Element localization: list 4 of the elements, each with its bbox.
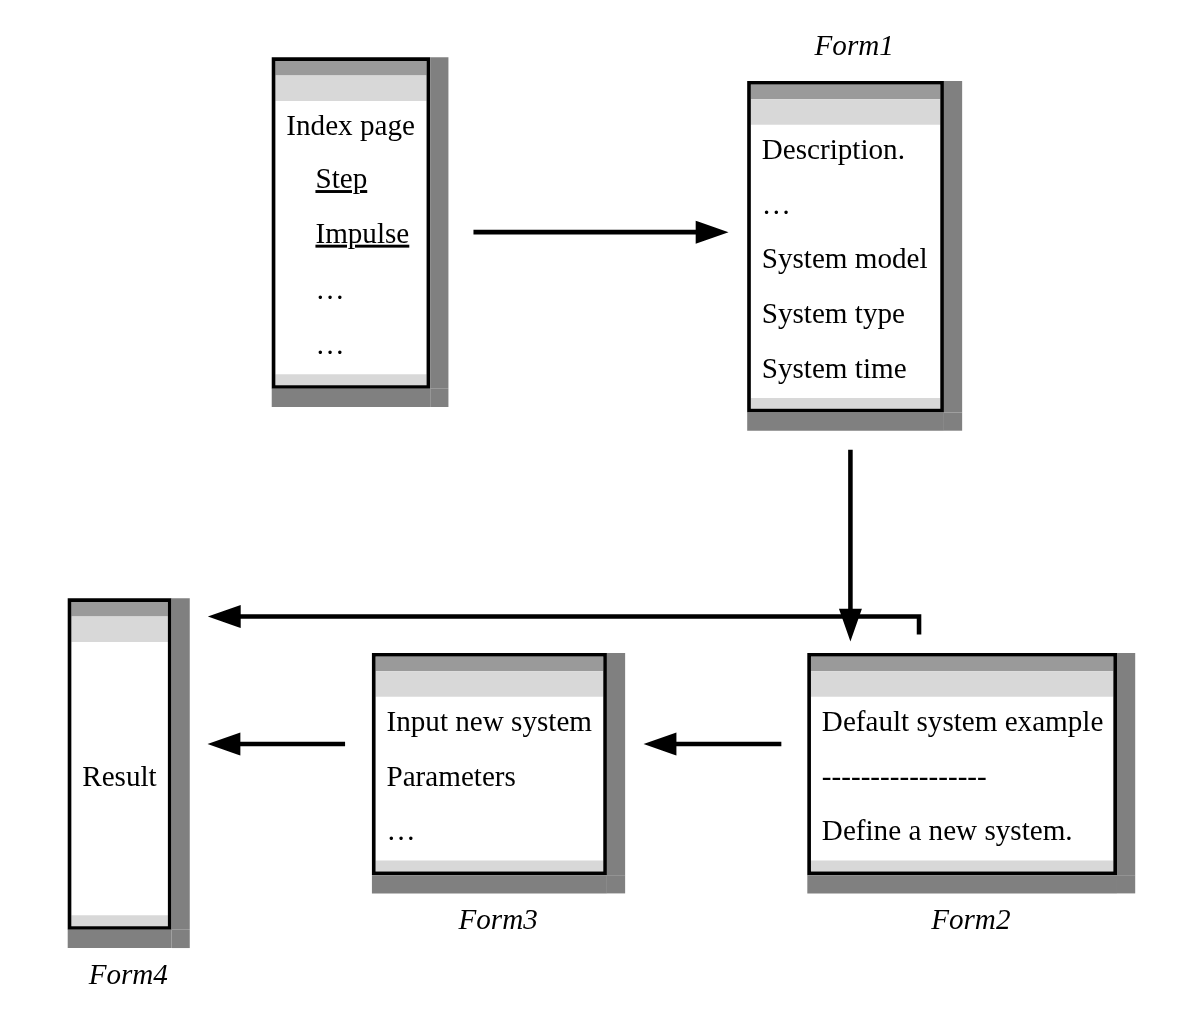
node-label: Form1 (814, 29, 894, 62)
node-label: Form2 (931, 903, 1011, 936)
node-label: Form3 (458, 903, 538, 936)
node-label: Form4 (88, 958, 168, 991)
